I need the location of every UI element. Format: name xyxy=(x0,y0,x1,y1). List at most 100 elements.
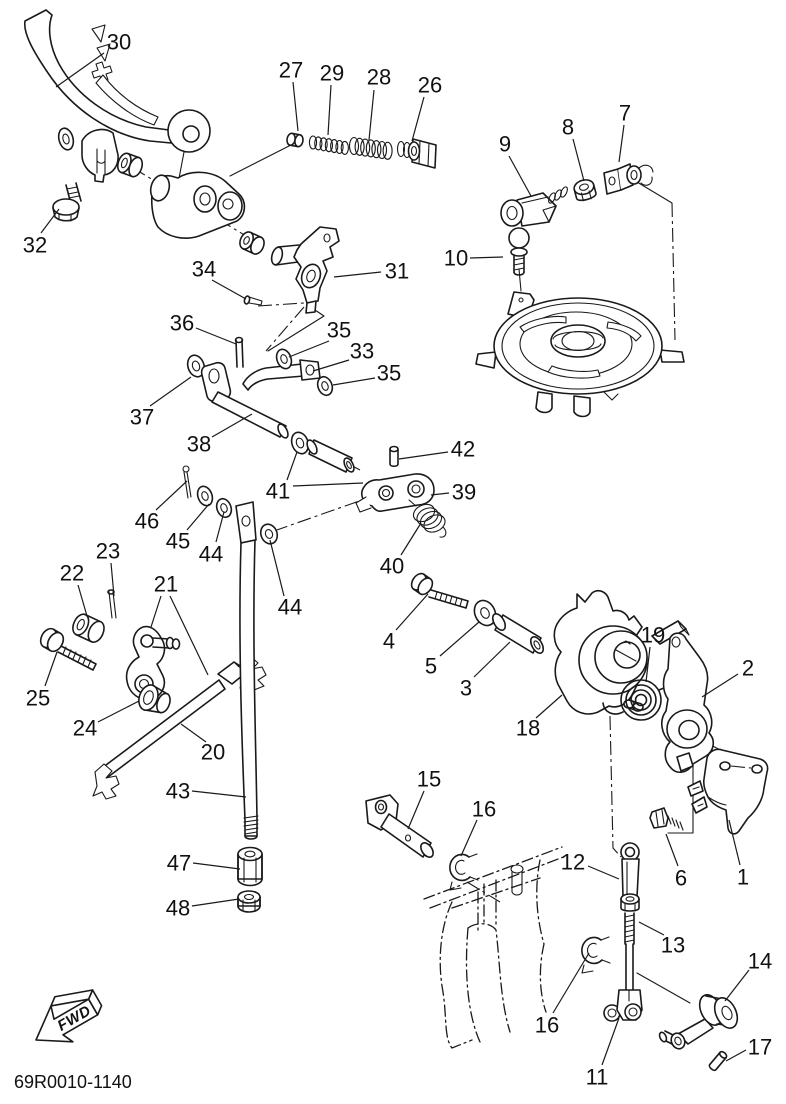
leader-line-11 xyxy=(601,1017,620,1066)
callout-20: 20 xyxy=(201,740,225,765)
callout-16: 16 xyxy=(535,1013,559,1038)
callout-25: 25 xyxy=(26,686,50,711)
part-36-pin xyxy=(234,336,244,368)
mount-bushing-rear xyxy=(239,231,265,255)
part-3-collar xyxy=(491,613,545,654)
leader-line-20 xyxy=(180,723,207,743)
leader-line-24 xyxy=(97,700,140,723)
callout-26: 26 xyxy=(418,73,442,98)
callout-2: 2 xyxy=(742,656,754,681)
callout-19: 19 xyxy=(641,623,665,648)
part-34-pin xyxy=(243,295,263,306)
callout-13: 13 xyxy=(661,933,685,958)
part-12-rod-end xyxy=(620,842,640,898)
callout-33: 33 xyxy=(350,339,374,364)
callout-24: 24 xyxy=(73,716,97,741)
leader-line-4 xyxy=(395,593,429,631)
callout-37: 37 xyxy=(130,405,154,430)
callout-36: 36 xyxy=(170,311,194,336)
part-48-nut xyxy=(237,890,261,913)
leader-line-8 xyxy=(572,138,585,182)
callout-11: 11 xyxy=(586,1065,609,1090)
part-17-pin xyxy=(708,1050,728,1072)
part-15-cam-follower-pin xyxy=(365,794,434,858)
leader-line-7 xyxy=(618,124,625,163)
callout-23: 23 xyxy=(96,539,120,564)
leader-line-29 xyxy=(327,84,332,136)
callout-10: 10 xyxy=(444,246,468,271)
callout-48: 48 xyxy=(166,896,190,921)
leader-line-34 xyxy=(211,279,247,300)
part-28-spring xyxy=(348,136,393,160)
part-26-adjust-screw xyxy=(396,138,437,169)
part-30-throttle-lever xyxy=(23,9,211,153)
leader-line-41 xyxy=(292,482,364,487)
part-39-joint-bracket xyxy=(355,473,435,513)
leader-line-25 xyxy=(44,651,58,687)
leader-line-46 xyxy=(155,480,188,511)
mount-bushing-front xyxy=(116,152,144,178)
part-18-throttle-cam xyxy=(553,590,690,715)
leader-line-27 xyxy=(292,81,299,132)
callout-28: 28 xyxy=(367,65,391,90)
leader-line-42 xyxy=(398,451,449,460)
leader-line-30 xyxy=(55,52,105,88)
leader-line-43 xyxy=(191,790,247,798)
callout-45: 45 xyxy=(166,529,190,554)
part-23-pin xyxy=(107,589,117,619)
callout-21: 21 xyxy=(154,572,178,597)
callout-6: 6 xyxy=(675,866,687,891)
part-44-washer-a xyxy=(215,497,233,519)
callout-39: 39 xyxy=(452,480,476,505)
callout-14: 14 xyxy=(748,949,772,974)
part-44-washer-b xyxy=(259,523,279,545)
callout-38: 38 xyxy=(187,432,211,457)
part-37-washer xyxy=(186,354,206,378)
part-1-bracket xyxy=(687,748,769,835)
callout-41: 41 xyxy=(266,479,290,504)
part-14-shift-arm xyxy=(658,994,739,1050)
leader-line-31 xyxy=(333,271,382,278)
part-33-link-rod xyxy=(242,359,321,391)
leader-line-18 xyxy=(535,694,563,719)
callout-5: 5 xyxy=(425,654,437,679)
part-31-magneto-lever xyxy=(270,226,340,314)
part-5-washer xyxy=(473,599,497,627)
leader-line-14 xyxy=(724,969,750,1002)
part-38-throttle-shaft xyxy=(200,361,289,439)
callout-17: 17 xyxy=(748,1035,772,1060)
part-46-cotter-pin xyxy=(182,465,192,499)
part-41-washer xyxy=(290,431,310,455)
leader-line-44 xyxy=(215,511,225,543)
part-7-cable-holder xyxy=(603,163,654,195)
callout-18: 18 xyxy=(516,716,540,741)
leader-line-36 xyxy=(195,327,237,345)
part-47-spacer xyxy=(237,846,263,887)
leader-line-26 xyxy=(411,96,425,142)
leader-line-21 xyxy=(169,595,209,676)
callout-34: 34 xyxy=(192,257,216,282)
callout-43: 43 xyxy=(166,779,190,804)
callout-30: 30 xyxy=(107,30,131,55)
part-13-nut-and-rod xyxy=(620,893,640,991)
callout-9: 9 xyxy=(499,132,511,157)
leader-line-33 xyxy=(312,359,350,372)
part-29-spring-small xyxy=(308,135,349,155)
part-10-ball-stud xyxy=(508,227,530,276)
callout-15: 15 xyxy=(417,767,441,792)
fwd-arrow: FWD xyxy=(35,989,103,1043)
part-22-collar xyxy=(72,613,105,644)
callout-8: 8 xyxy=(562,115,574,140)
leader-line-9 xyxy=(508,155,532,197)
part-27-cap xyxy=(286,132,304,148)
callout-3: 3 xyxy=(460,676,472,701)
part-9-joint-link xyxy=(500,186,568,227)
callout-27: 27 xyxy=(279,58,303,83)
leader-line-32 xyxy=(40,208,60,234)
callout-4: 4 xyxy=(383,629,395,654)
leader-line-3 xyxy=(473,641,511,678)
part-11-joint-clevis xyxy=(603,989,643,1022)
mount-bracket xyxy=(149,171,246,239)
